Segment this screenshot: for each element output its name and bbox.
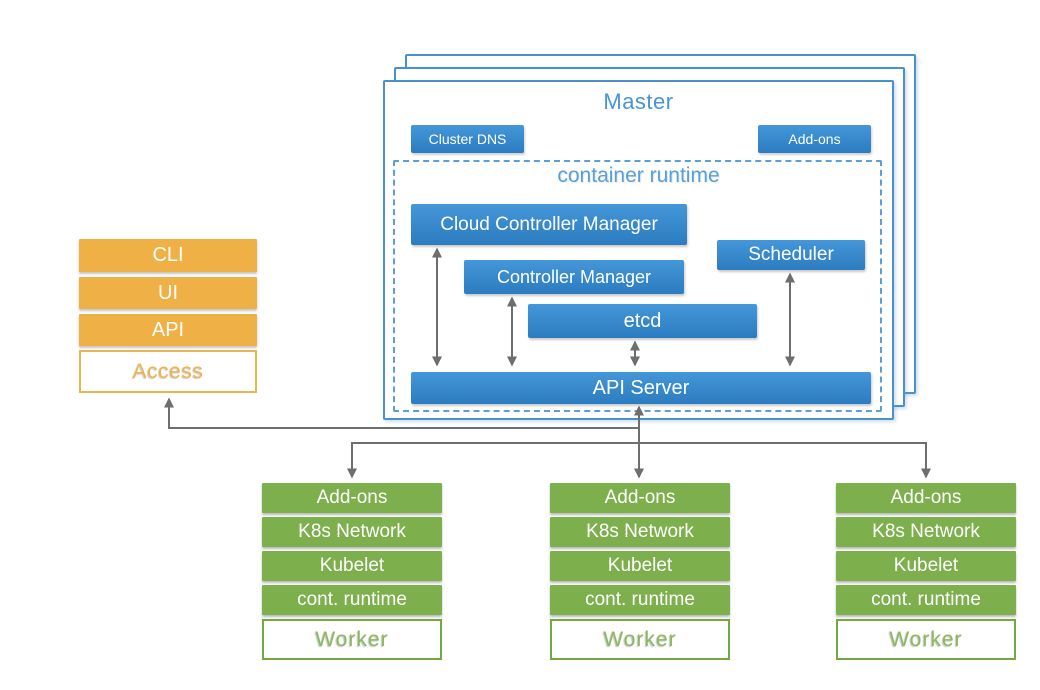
worker3-kubelet-box: Kubelet: [836, 551, 1016, 581]
ui-box: UI: [79, 277, 257, 309]
master-node: Master Cluster DNS Add-ons container run…: [383, 80, 894, 420]
cluster-dns-box: Cluster DNS: [411, 125, 524, 153]
arrow-apiserver-workers: [347, 442, 931, 479]
worker1-cont-runtime-box: cont. runtime: [262, 585, 442, 615]
container-runtime-title: container runtime: [557, 164, 720, 187]
worker1-kubelet-box: Kubelet: [262, 551, 442, 581]
api-box: API: [79, 314, 257, 346]
worker2-kubelet-box: Kubelet: [550, 551, 730, 581]
worker1-label-box: Worker: [262, 619, 442, 660]
cloud-controller-manager-box: Cloud Controller Manager: [411, 204, 687, 245]
worker3-k8s-network-box: K8s Network: [836, 517, 1016, 547]
cli-box: CLI: [79, 239, 257, 272]
controller-manager-box: Controller Manager: [464, 260, 684, 294]
access-label-box: Access: [79, 350, 257, 393]
worker-node-3: Add-ons K8s Network Kubelet cont. runtim…: [836, 483, 1016, 660]
worker2-k8s-network-box: K8s Network: [550, 517, 730, 547]
worker2-label-box: Worker: [550, 619, 730, 660]
etcd-box: etcd: [528, 304, 757, 338]
api-server-box: API Server: [411, 372, 871, 404]
master-title: Master: [603, 89, 674, 114]
worker-node-1: Add-ons K8s Network Kubelet cont. runtim…: [262, 483, 442, 660]
master-addons-box: Add-ons: [758, 125, 871, 153]
worker1-k8s-network-box: K8s Network: [262, 517, 442, 547]
worker3-cont-runtime-box: cont. runtime: [836, 585, 1016, 615]
worker3-addons-box: Add-ons: [836, 483, 1016, 513]
worker2-cont-runtime-box: cont. runtime: [550, 585, 730, 615]
scheduler-box: Scheduler: [717, 240, 865, 270]
worker2-addons-box: Add-ons: [550, 483, 730, 513]
access-panel: CLI UI API Access: [79, 239, 257, 393]
worker1-addons-box: Add-ons: [262, 483, 442, 513]
worker3-label-box: Worker: [836, 619, 1016, 660]
worker-node-2: Add-ons K8s Network Kubelet cont. runtim…: [550, 483, 730, 660]
